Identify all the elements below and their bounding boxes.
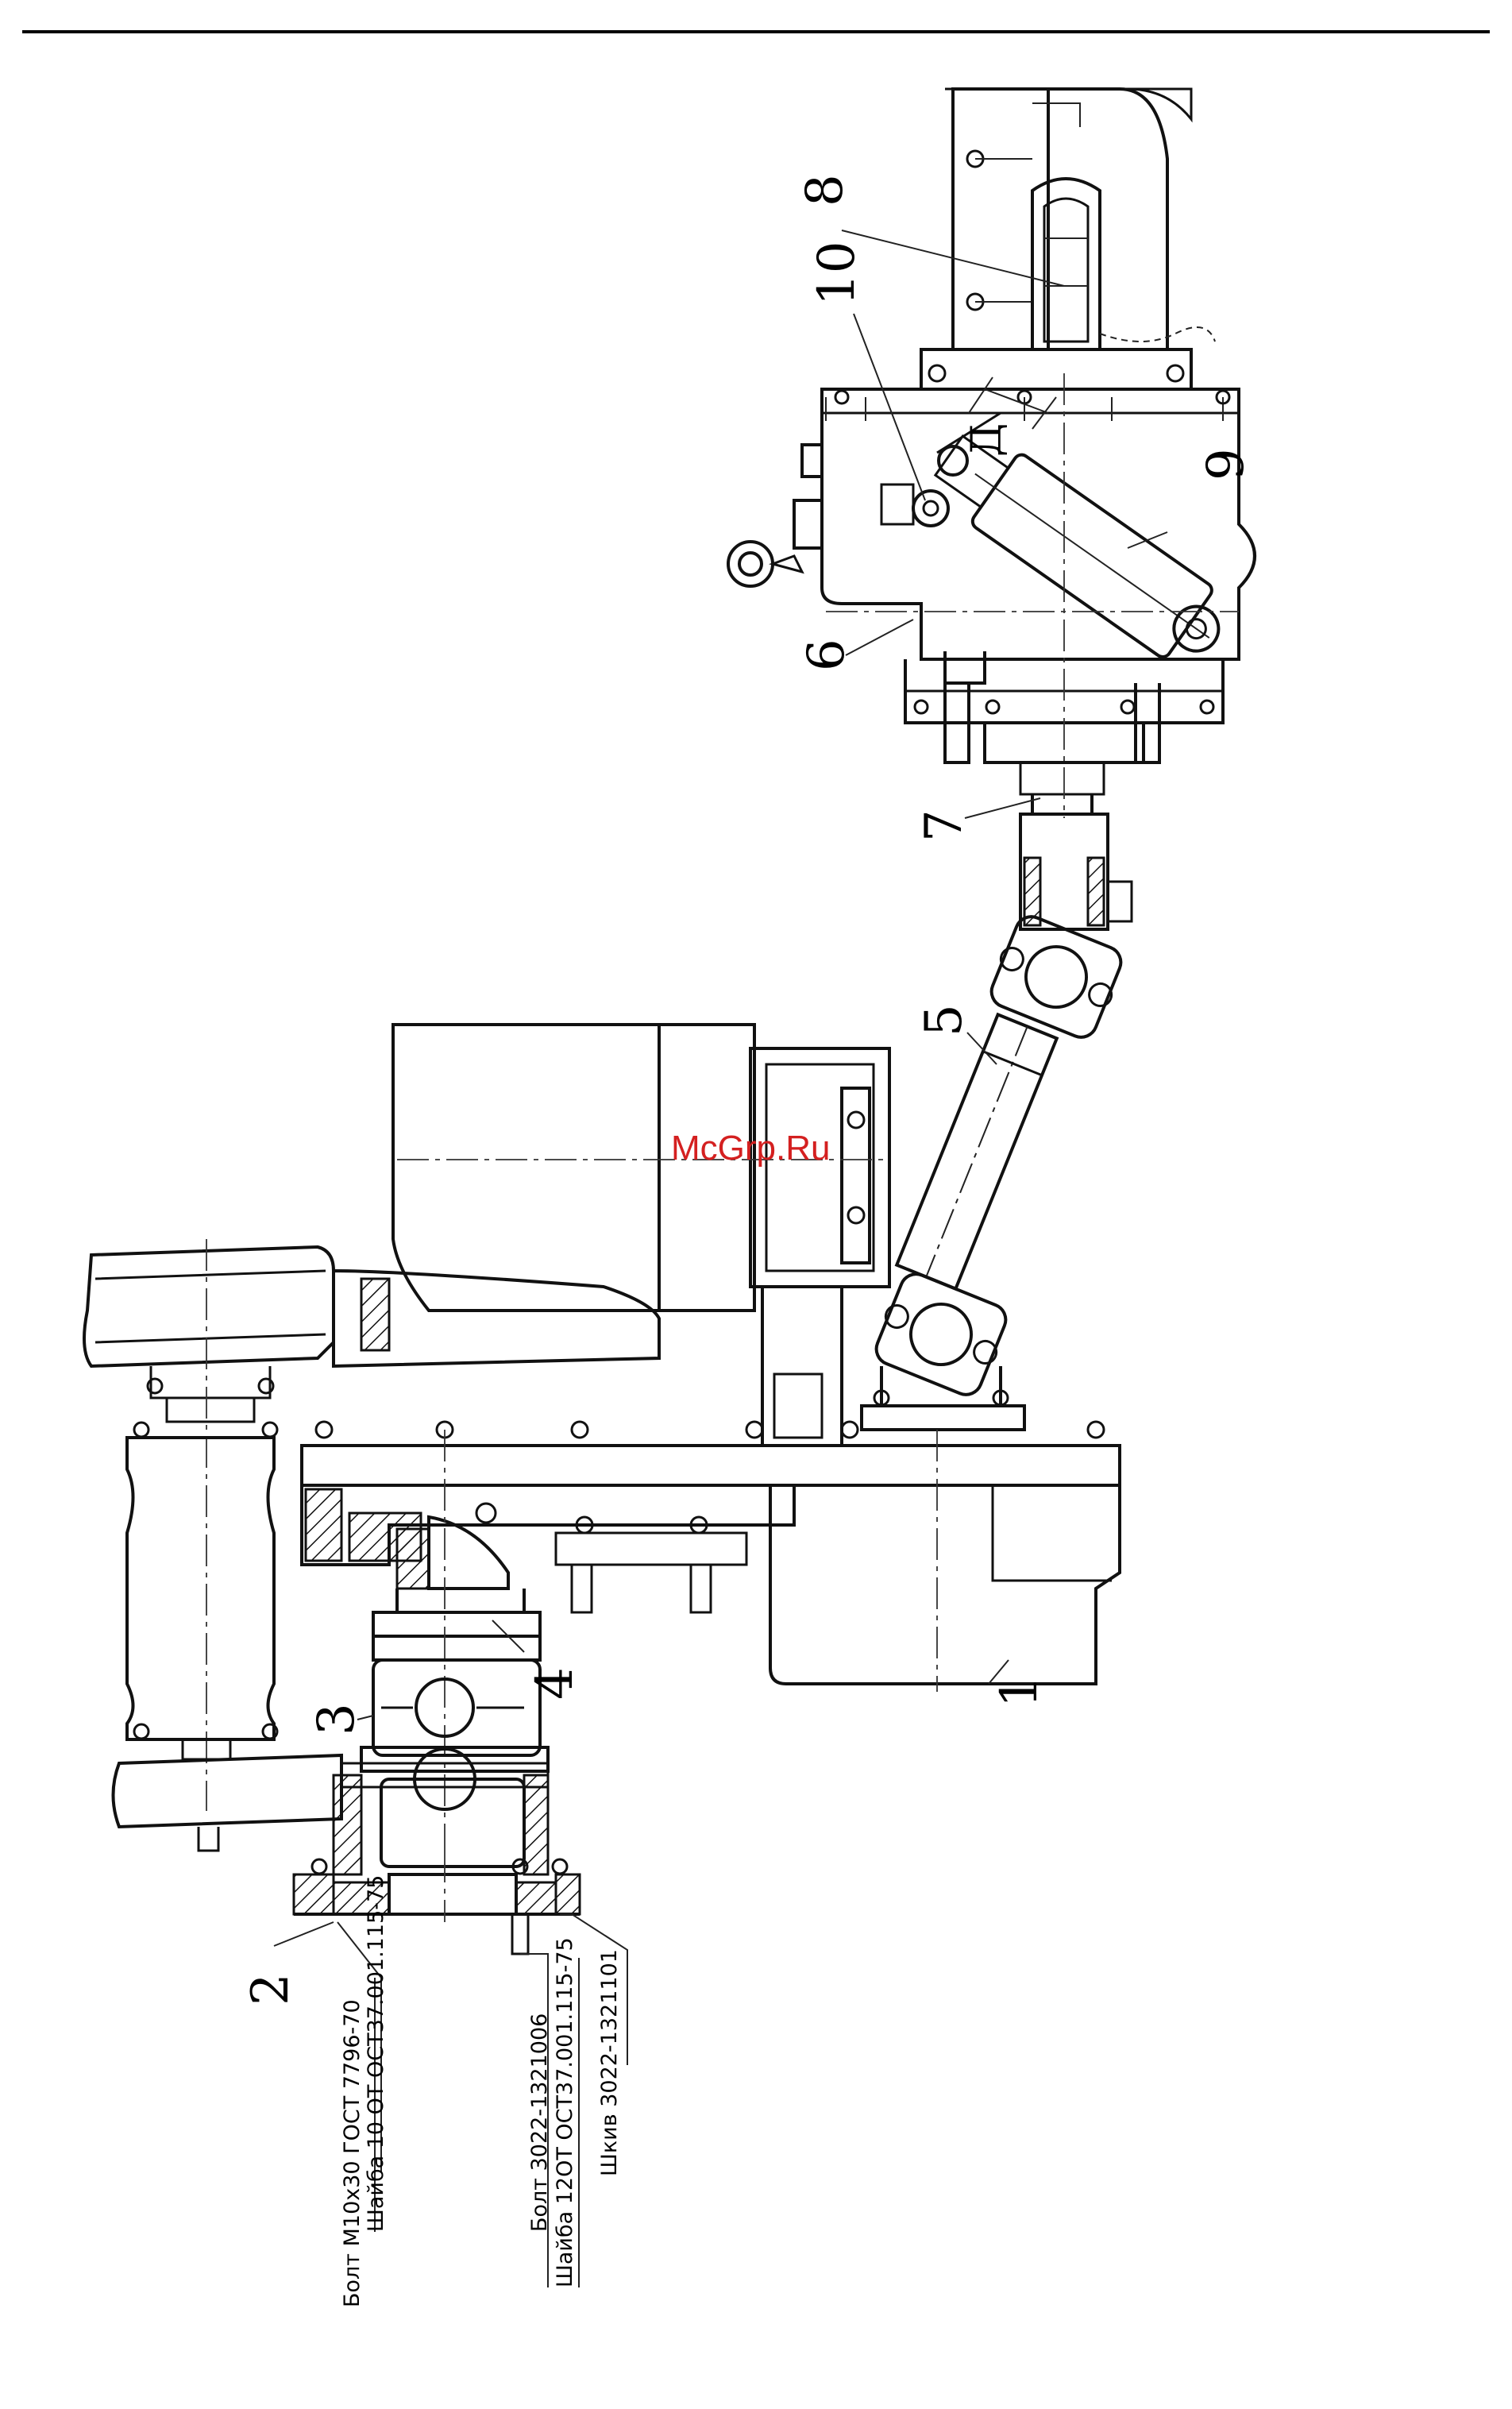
callout-5: 5	[915, 1004, 974, 1037]
note-pulley: Шкив 3022-1321101	[597, 1949, 622, 2176]
callout-3: 3	[307, 1703, 366, 1735]
callout-6: 6	[797, 639, 856, 671]
callout-7: 7	[915, 809, 974, 842]
note-bolt-3022: Болт 3022-1321006	[527, 2013, 552, 2232]
cardan-shaft-assembly	[862, 814, 1132, 1430]
note-bolt-m10: Болт М10х30 ГОСТ 7796-70	[340, 1999, 364, 2307]
callout-10: 10	[808, 241, 866, 306]
leader-lines	[274, 230, 1167, 2287]
note-washer-10: Шайба 10 ОТ ОСТ37.001.115-75	[364, 1875, 388, 2232]
dimension-label: Д	[963, 423, 1011, 457]
callout-1: 1	[990, 1675, 1049, 1708]
callout-4: 4	[526, 1667, 584, 1700]
callout-2: 2	[241, 1973, 300, 2006]
engine-housing	[393, 1025, 889, 1446]
callout-9: 9	[1197, 448, 1256, 481]
note-washer-12: Шайба 12ОТ ОСТ37.001.115-75	[553, 1937, 577, 2287]
pulley-shaft-assembly	[114, 1423, 580, 1954]
watermark: McGrp.Ru	[671, 1129, 830, 1168]
callout-8: 8	[796, 174, 854, 207]
